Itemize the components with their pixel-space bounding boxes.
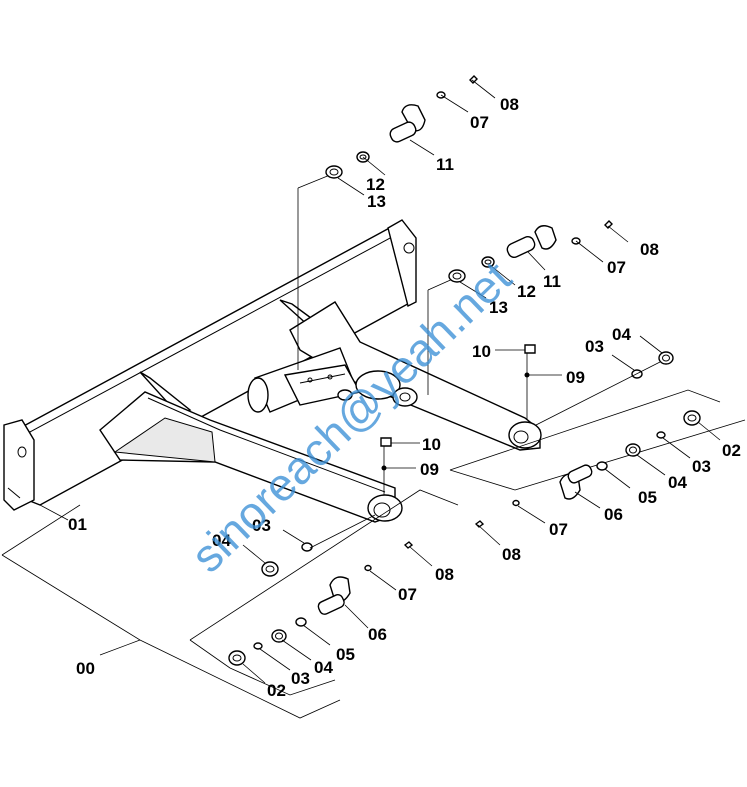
callout-02: 02 — [722, 441, 741, 460]
callout-04: 04 — [314, 658, 333, 677]
callout-08: 08 — [502, 545, 521, 564]
callout-03: 03 — [692, 457, 711, 476]
callout-09: 09 — [420, 460, 439, 479]
callout-06: 06 — [368, 625, 387, 644]
callout-08: 08 — [435, 565, 454, 584]
callout-13: 13 — [367, 192, 386, 211]
callout-04: 04 — [212, 531, 231, 550]
callout-11: 11 — [436, 155, 454, 174]
callout-10: 10 — [472, 342, 491, 361]
callout-03: 03 — [585, 337, 604, 356]
callout-labels: 08 07 11 12 13 08 07 11 12 13 04 03 10 0… — [68, 95, 741, 700]
callout-02: 02 — [267, 681, 286, 700]
callout-04: 04 — [668, 473, 687, 492]
callout-05: 05 — [336, 645, 355, 664]
callout-13: 13 — [489, 298, 508, 317]
callout-07: 07 — [549, 520, 568, 539]
callout-11: 11 — [543, 272, 561, 291]
callout-00: 00 — [76, 659, 95, 678]
callout-07: 07 — [607, 258, 626, 277]
callout-06: 06 — [604, 505, 623, 524]
callout-01: 01 — [68, 515, 87, 534]
callout-04: 04 — [612, 325, 631, 344]
callout-07: 07 — [470, 113, 489, 132]
callout-10: 10 — [422, 435, 441, 454]
callout-03: 03 — [252, 516, 271, 535]
hardware-parts — [39, 75, 721, 684]
callout-09: 09 — [566, 368, 585, 387]
callout-08: 08 — [500, 95, 519, 114]
callout-08: 08 — [640, 240, 659, 259]
callout-12: 12 — [366, 175, 385, 194]
callout-12: 12 — [517, 282, 536, 301]
callout-03: 03 — [291, 669, 310, 688]
blade-frame — [3, 219, 542, 523]
callout-05: 05 — [638, 488, 657, 507]
callout-07: 07 — [398, 585, 417, 604]
